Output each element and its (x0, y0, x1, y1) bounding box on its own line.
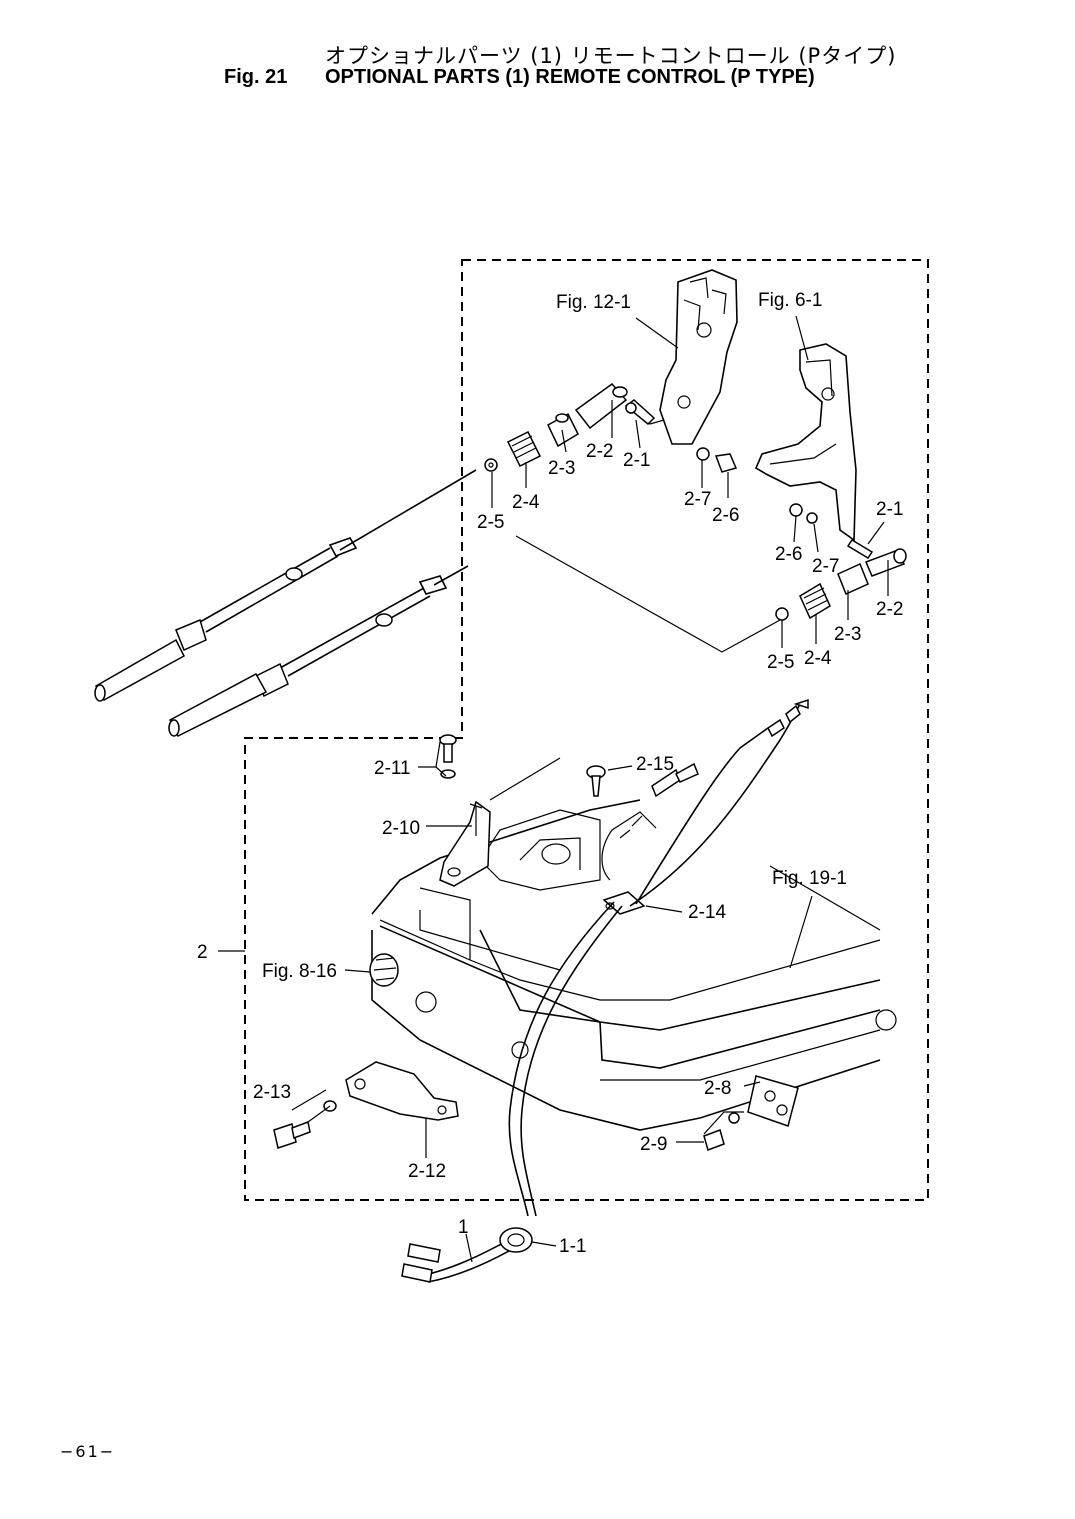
label-part-2-11: 2-11 (374, 758, 411, 779)
engine-lower-body (371, 757, 897, 1131)
wiring-harness (401, 698, 809, 1283)
page-number: −61− (60, 1442, 116, 1461)
label-part-2-1: 2-1 (623, 450, 650, 471)
title-japanese: オプショナルパーツ (1) リモートコントロール (Pタイプ) (325, 44, 897, 68)
label-fig-19-1: Fig. 19-1 (772, 868, 847, 889)
label-part-1-1: 1-1 (559, 1236, 586, 1257)
label-part-2-2: 2-2 (586, 441, 613, 462)
label-part-2-10: 2-10 (382, 818, 420, 839)
part-2-15-screw (586, 765, 606, 797)
label-part-2-5: 2-5 (767, 652, 794, 673)
label-part-2-2: 2-2 (876, 599, 903, 620)
leader-lines (218, 315, 889, 1263)
part-2-11-screw (439, 734, 457, 779)
label-part-2-15: 2-15 (636, 754, 674, 775)
part-2-12-plate (345, 1061, 459, 1121)
fitting-fig-8-16 (369, 953, 399, 987)
label-part-2-4: 2-4 (804, 648, 832, 669)
label-part-2-6: 2-6 (712, 505, 739, 526)
part-2-9-screw (703, 1112, 740, 1151)
label-part-2-3: 2-3 (834, 624, 861, 645)
part-2-8-plate (747, 1075, 799, 1127)
label-part-1: 1 (458, 1217, 469, 1238)
label-part-2-3: 2-3 (548, 458, 575, 479)
title-english: OPTIONAL PARTS (1) REMOTE CONTROL (P TYP… (325, 66, 815, 88)
remote-cables (94, 469, 781, 738)
label-part-2-5: 2-5 (477, 512, 504, 533)
label-part-2-7: 2-7 (812, 556, 839, 577)
label-part-2-14: 2-14 (688, 902, 726, 923)
assembly-boundary (244, 259, 929, 1201)
part-1-1-grommet (499, 1227, 533, 1253)
part-2-10-bracket (439, 800, 491, 887)
label-part-2-7: 2-7 (684, 489, 711, 510)
label-part-2-9: 2-9 (640, 1134, 667, 1155)
label-part-2-12: 2-12 (408, 1161, 446, 1182)
label-part-2-6: 2-6 (775, 544, 802, 565)
label-fig-12-1: Fig. 12-1 (556, 292, 631, 313)
bracket-fig-12-1 (643, 269, 738, 445)
label-part-2-8: 2-8 (704, 1078, 731, 1099)
label-fig-8-16: Fig. 8-16 (262, 961, 337, 982)
label-fig-6-1: Fig. 6-1 (758, 290, 822, 311)
upper-cable-hardware (484, 382, 738, 473)
bracket-fig-6-1 (754, 343, 857, 542)
part-2-14-clamp (602, 891, 646, 915)
label-part-2-4: 2-4 (512, 492, 540, 513)
figure-number: Fig. 21 (224, 66, 288, 88)
label-part-2-1: 2-1 (876, 499, 903, 520)
label-part-2-13: 2-13 (253, 1082, 291, 1103)
callout-labels: Fig. 12-1 Fig. 6-1 2-2 2-1 2-3 2-4 2-5 2… (197, 290, 903, 1257)
label-part-2: 2 (197, 942, 208, 963)
